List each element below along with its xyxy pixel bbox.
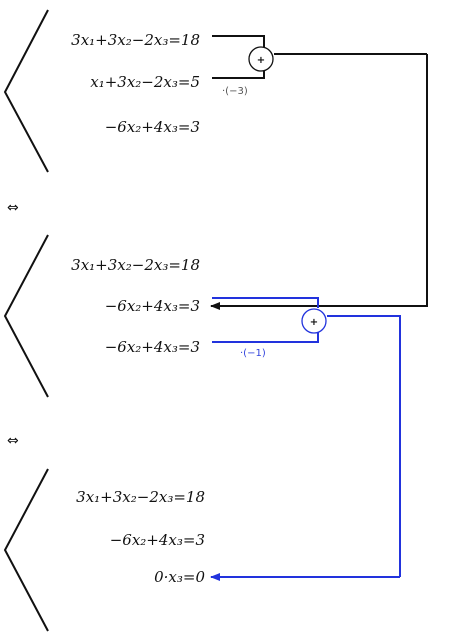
black-plus-symbol: + [257,55,265,66]
blue-plus-symbol: + [310,317,318,328]
system1-multiplier: ·(−3) [222,86,248,97]
system3-equation-2: −6x₂+4x₃=3 [109,531,205,549]
black-result-arrow [210,54,428,310]
blue-connector-bottom [212,332,319,343]
black-connector-top [212,35,265,48]
system2-bracket [3,234,49,398]
system1-equation-2: x₁+3x₂−2x₃=5 [90,73,200,91]
system1-bracket [3,9,49,173]
system2-multiplier: ·(−1) [240,348,266,359]
system3-equation-1: 3x₁+3x₂−2x₃=18 [76,488,205,506]
system1-equation-3: −6x₂+4x₃=3 [104,118,200,136]
blue-connector-top [212,297,319,308]
system2-equation-1: 3x₁+3x₂−2x₃=18 [71,256,200,274]
system3-equation-3: 0·x₃=0 [154,568,205,586]
blue-connector-right [327,315,401,577]
equivalence-symbol-2: ⇔ [7,433,19,449]
system1-equation-1: 3x₁+3x₂−2x₃=18 [71,31,200,49]
black-connector-bottom [212,68,265,79]
black-plus-circle [248,46,274,72]
system2-equation-3: −6x₂+4x₃=3 [104,338,200,356]
system2-equation-2: −6x₂+4x₃=3 [104,297,200,315]
equivalence-symbol-1: ⇔ [7,200,19,216]
blue-plus-circle [301,308,327,334]
system3-bracket [3,468,49,632]
